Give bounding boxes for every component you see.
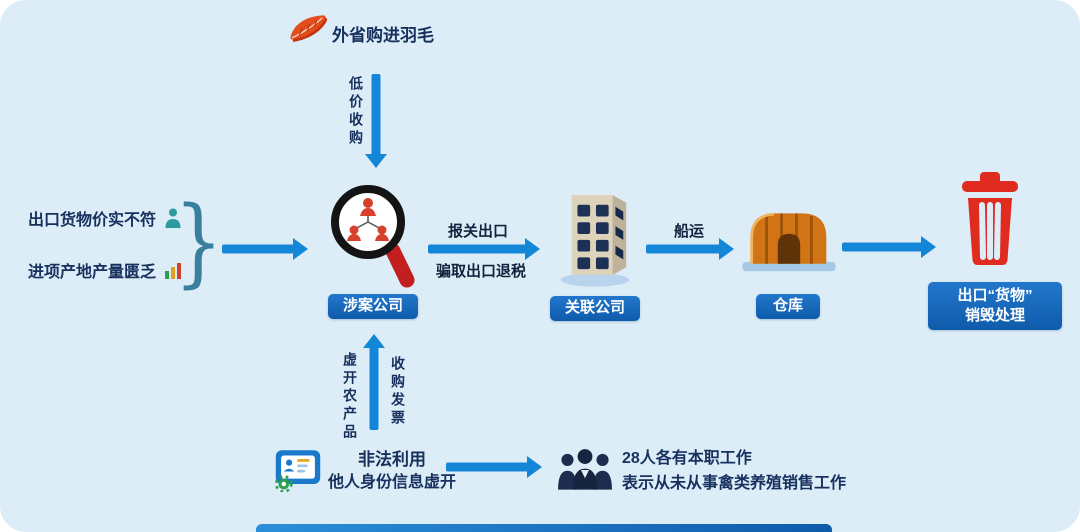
destruction-badge: 出口“货物” 销毁处理 (928, 282, 1062, 330)
arrow-warehouse-to-destruction (842, 236, 936, 258)
people-statement-line2: 表示从未从事禽类养殖销售工作 (622, 475, 847, 492)
magnifier-company-icon (331, 185, 415, 288)
arrow-shaft (842, 242, 923, 252)
person-icon (165, 208, 181, 228)
affiliate-badge: 关联公司 (550, 296, 640, 321)
tax-fraud-label: 骗取出口退税 (436, 263, 527, 280)
arrow-shaft (428, 244, 527, 254)
building-icon (560, 195, 630, 287)
destruction-badge-line1: 出口“货物” (957, 286, 1033, 304)
feather-icon (290, 15, 328, 42)
arrow-shaft (369, 346, 379, 430)
company-badge: 涉案公司 (328, 294, 418, 319)
arrow-head-icon (719, 238, 734, 260)
warehouse-badge-label: 仓库 (772, 297, 803, 315)
arrow-head-icon (365, 154, 387, 168)
arrow-affiliate-to-warehouse (646, 238, 734, 260)
arrow-feather-to-company (364, 74, 388, 168)
arrow-head-icon (525, 238, 540, 260)
arrow-shaft (222, 244, 295, 254)
feather-source-label: 外省购进羽毛 (332, 26, 434, 45)
evidence-line-1: 出口货物价实不符 (28, 206, 183, 230)
identity-fraud-line2: 他人身份信息虚开 (327, 474, 456, 491)
company-badge-label: 涉案公司 (342, 297, 403, 315)
people-statement-line1: 28人各有本职工作 (622, 450, 752, 467)
low-price-purchase-label: 低价收购 (348, 76, 364, 148)
arrow-head-icon (363, 334, 385, 348)
people-statement-text: 28人各有本职工作 表示从未从事禽类养殖销售工作 (622, 446, 846, 496)
identity-fraud-text: 非法利用 他人身份信息虚开 (312, 448, 472, 494)
shipping-label: 船运 (674, 223, 705, 240)
evidence-line-2: 进项产地产量匮乏 (28, 258, 185, 282)
arrow-head-icon (921, 236, 936, 258)
arrow-head-icon (527, 456, 542, 478)
identity-fraud-line1: 非法利用 (358, 450, 426, 469)
footer-bar (256, 524, 832, 532)
arrow-evidence-to-company (222, 238, 308, 260)
customs-export-label: 报关出口 (448, 223, 509, 240)
warehouse-icon (742, 212, 836, 272)
arrow-idcard-to-people (446, 456, 542, 478)
arrow-shaft (371, 74, 381, 156)
people-group-icon (558, 449, 612, 490)
affiliate-badge-label: 关联公司 (564, 299, 625, 317)
warehouse-badge: 仓库 (756, 294, 820, 319)
bar-chart-icon (165, 263, 182, 279)
arrow-company-to-affiliate (428, 238, 540, 260)
arrow-shaft (646, 244, 721, 254)
arrow-shaft (446, 462, 529, 472)
evidence-line-2-text: 进项产地产量匮乏 (28, 264, 157, 281)
id-card-icon (274, 450, 321, 492)
evidence-line-1-text: 出口货物价实不符 (28, 212, 157, 229)
false-invoice-label: 虚开农产品 (342, 352, 358, 442)
arrow-head-icon (293, 238, 308, 260)
trash-icon (962, 172, 1018, 265)
purchase-invoice-label: 收购发票 (390, 356, 406, 428)
arrow-invoices-to-company (362, 334, 386, 430)
brace-glyph: } (174, 186, 223, 298)
destruction-badge-line2: 销毁处理 (964, 307, 1025, 324)
